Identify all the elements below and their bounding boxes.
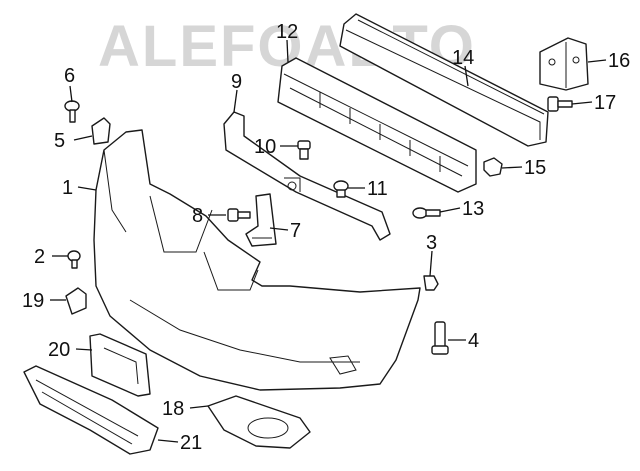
callout-13: 13 xyxy=(462,198,484,220)
callout-15: 15 xyxy=(524,157,546,179)
part-clip-11 xyxy=(333,180,349,198)
callout-labels: 1 2 3 4 5 6 7 8 9 10 11 12 13 14 15 16 1… xyxy=(22,21,630,454)
part-bolt-10 xyxy=(297,140,311,160)
part-nut-15 xyxy=(483,157,503,177)
part-license-bracket xyxy=(89,333,151,397)
part-bumper-cover xyxy=(93,129,421,391)
leader-lines xyxy=(50,39,607,443)
callout-8: 8 xyxy=(192,205,203,227)
part-side-bracket xyxy=(539,37,589,91)
callout-5: 5 xyxy=(54,130,65,152)
part-screw-6 xyxy=(64,100,80,123)
part-lower-grille xyxy=(23,365,159,455)
part-bracket-5 xyxy=(91,117,111,145)
callout-4: 4 xyxy=(468,330,479,352)
callout-16: 16 xyxy=(608,50,630,72)
callout-10: 10 xyxy=(254,136,276,158)
part-energy-absorber xyxy=(277,57,477,193)
callout-14: 14 xyxy=(452,47,474,69)
callout-1: 1 xyxy=(62,177,73,199)
callout-11: 11 xyxy=(367,178,388,200)
part-upper-retainer xyxy=(223,111,391,241)
part-tow-hook-cap xyxy=(65,287,87,315)
part-fog-bezel xyxy=(207,395,311,449)
callout-17: 17 xyxy=(594,92,616,114)
part-bracket-7 xyxy=(245,193,277,247)
callout-12: 12 xyxy=(276,21,298,43)
callout-7: 7 xyxy=(290,220,301,242)
callout-19: 19 xyxy=(22,290,44,312)
part-clip-13 xyxy=(412,207,441,219)
callout-3: 3 xyxy=(426,232,437,254)
callout-2: 2 xyxy=(34,246,45,268)
callout-18: 18 xyxy=(162,398,184,420)
part-clip-3 xyxy=(423,275,439,291)
callout-20: 20 xyxy=(48,339,70,361)
callout-6: 6 xyxy=(64,65,75,87)
callout-21: 21 xyxy=(180,432,202,454)
part-bolt-4 xyxy=(431,321,449,355)
part-clip-2 xyxy=(67,250,81,269)
part-bolt-8 xyxy=(227,208,251,222)
part-bolt-17 xyxy=(547,96,573,112)
callout-9: 9 xyxy=(231,71,242,93)
part-reinforcement-beam xyxy=(339,13,549,147)
